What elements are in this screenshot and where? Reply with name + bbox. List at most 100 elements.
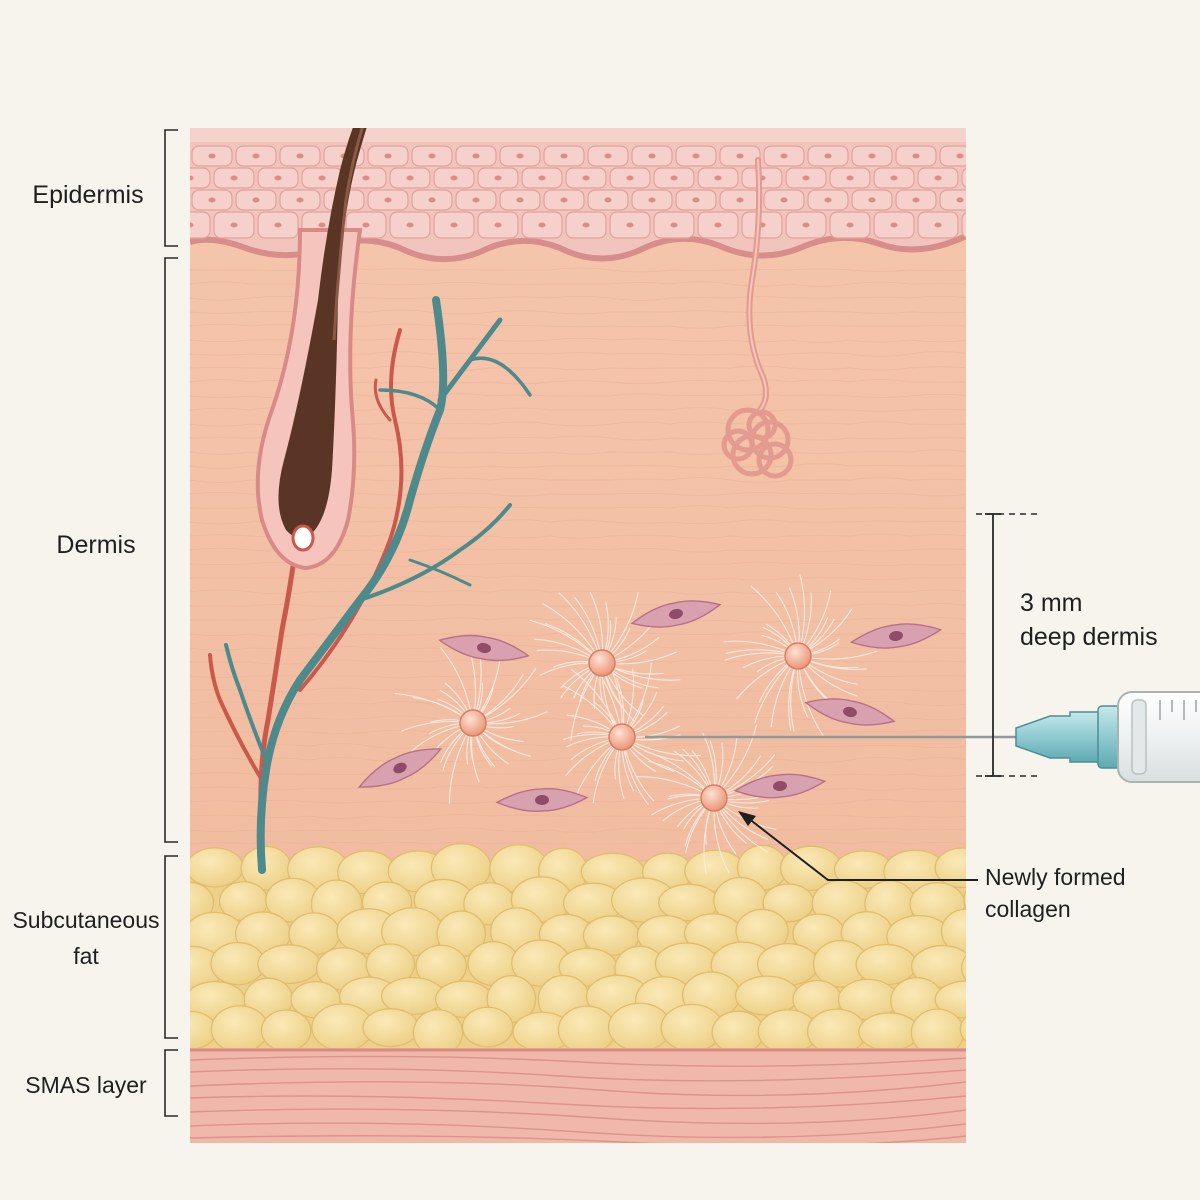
fat-cell — [260, 1009, 312, 1052]
dermis-fiber — [190, 645, 966, 651]
dermis-fiber — [190, 603, 966, 608]
cell-nucleus — [538, 175, 546, 181]
sweat-gland — [721, 157, 794, 479]
fat-cell — [934, 847, 966, 889]
collagen-pointer-arrowhead — [738, 811, 756, 826]
dermis-fiber — [190, 771, 966, 777]
cell-nucleus — [362, 222, 370, 228]
artery-branch-right — [298, 328, 404, 692]
blood-vessels — [208, 296, 532, 874]
syringe-graduations — [1159, 700, 1197, 720]
collagen-pointer — [747, 817, 978, 881]
keratinocyte — [190, 211, 211, 239]
cell-nucleus — [516, 197, 524, 203]
cell-nucleus — [190, 175, 194, 181]
collagen-node — [700, 784, 728, 812]
layer-brackets — [164, 129, 178, 1117]
collagen-node — [784, 642, 812, 670]
dermis-fiber — [190, 589, 966, 595]
cell-nucleus — [736, 197, 744, 203]
epidermis-cells — [190, 145, 986, 239]
cell-nucleus — [648, 197, 656, 203]
cell-nucleus — [714, 222, 722, 228]
fat-cell — [415, 944, 468, 988]
cell-nucleus — [560, 153, 568, 159]
dermis-fiber — [190, 743, 966, 749]
syringe-hub-flange — [1097, 705, 1121, 769]
fat-cell — [190, 1010, 218, 1050]
fibroblast-nucleus — [393, 762, 407, 774]
vein-branch-twig2 — [378, 388, 442, 412]
fibroblast — [804, 698, 896, 726]
dermis-fiber — [190, 814, 966, 819]
cell-nucleus — [780, 197, 788, 203]
sweat-coil — [721, 407, 794, 479]
keratinocyte — [190, 167, 211, 189]
fibroblast-nucleus — [773, 780, 787, 792]
dermis-fiber — [190, 757, 966, 763]
dermis-fiber — [190, 729, 966, 734]
fat-cell — [934, 980, 966, 1019]
cell-nucleus — [912, 153, 920, 159]
cell-nucleus — [472, 153, 480, 159]
cell-nucleus — [692, 197, 700, 203]
cell-nucleus — [802, 175, 810, 181]
vein-branch-twig1 — [468, 356, 532, 397]
cell-nucleus — [626, 175, 634, 181]
sweat-duct-inner — [748, 159, 767, 411]
fibroblast — [733, 773, 827, 799]
fat-cell — [557, 1005, 616, 1055]
collagen-node — [588, 649, 616, 677]
fat-cell — [711, 1010, 765, 1055]
fibroblast-nucleus — [535, 794, 549, 806]
collagen-node — [459, 709, 487, 737]
cell-nucleus — [318, 175, 326, 181]
cell-nucleus — [190, 222, 194, 228]
artery-branch-left — [208, 653, 264, 782]
syringe-barrel — [1117, 691, 1200, 783]
cell-nucleus — [824, 197, 832, 203]
subcutaneous-fat-label-line2: fat — [73, 943, 99, 969]
dermis-fiber — [190, 631, 966, 637]
cell-nucleus — [274, 175, 282, 181]
cell-nucleus — [670, 175, 678, 181]
cell-nucleus — [406, 222, 414, 228]
cell-nucleus — [802, 222, 810, 228]
cell-nucleus — [362, 175, 370, 181]
cell-nucleus — [868, 153, 876, 159]
cell-nucleus — [824, 153, 832, 159]
cell-nucleus — [714, 175, 722, 181]
epidermis-bracket — [164, 129, 178, 247]
cell-nucleus — [979, 223, 986, 228]
cell-nucleus — [208, 197, 216, 203]
dermis-label: Dermis — [56, 531, 135, 559]
syringe-barrel-tip — [1131, 699, 1147, 775]
cell-nucleus — [692, 153, 700, 159]
cell-nucleus — [494, 222, 502, 228]
cell-nucleus — [208, 153, 216, 159]
cell-nucleus — [538, 222, 546, 228]
fibroblast — [438, 634, 530, 662]
fat-cell — [461, 1006, 514, 1048]
cell-nucleus — [296, 153, 304, 159]
cell-nucleus — [604, 197, 612, 203]
cell-nucleus — [780, 153, 788, 159]
cell-nucleus — [428, 197, 436, 203]
cell-nucleus — [582, 175, 590, 181]
vein-branch-mid2 — [408, 558, 472, 587]
cell-nucleus — [934, 222, 942, 228]
smas-fibers — [190, 1055, 966, 1143]
tissue-panel — [190, 128, 986, 1143]
fat-cell — [806, 1008, 867, 1055]
cell-nucleus — [450, 222, 458, 228]
cell-nucleus — [560, 197, 568, 203]
depth-bracket — [976, 513, 1040, 777]
vein-branch-left — [224, 643, 268, 762]
vein-branch-mid — [358, 503, 512, 602]
keratinocyte — [939, 189, 966, 211]
cell-nucleus — [868, 197, 876, 203]
syringe-hub — [1015, 711, 1101, 763]
fat-lobules — [190, 843, 966, 1057]
fibroblast-nucleus — [477, 642, 491, 654]
